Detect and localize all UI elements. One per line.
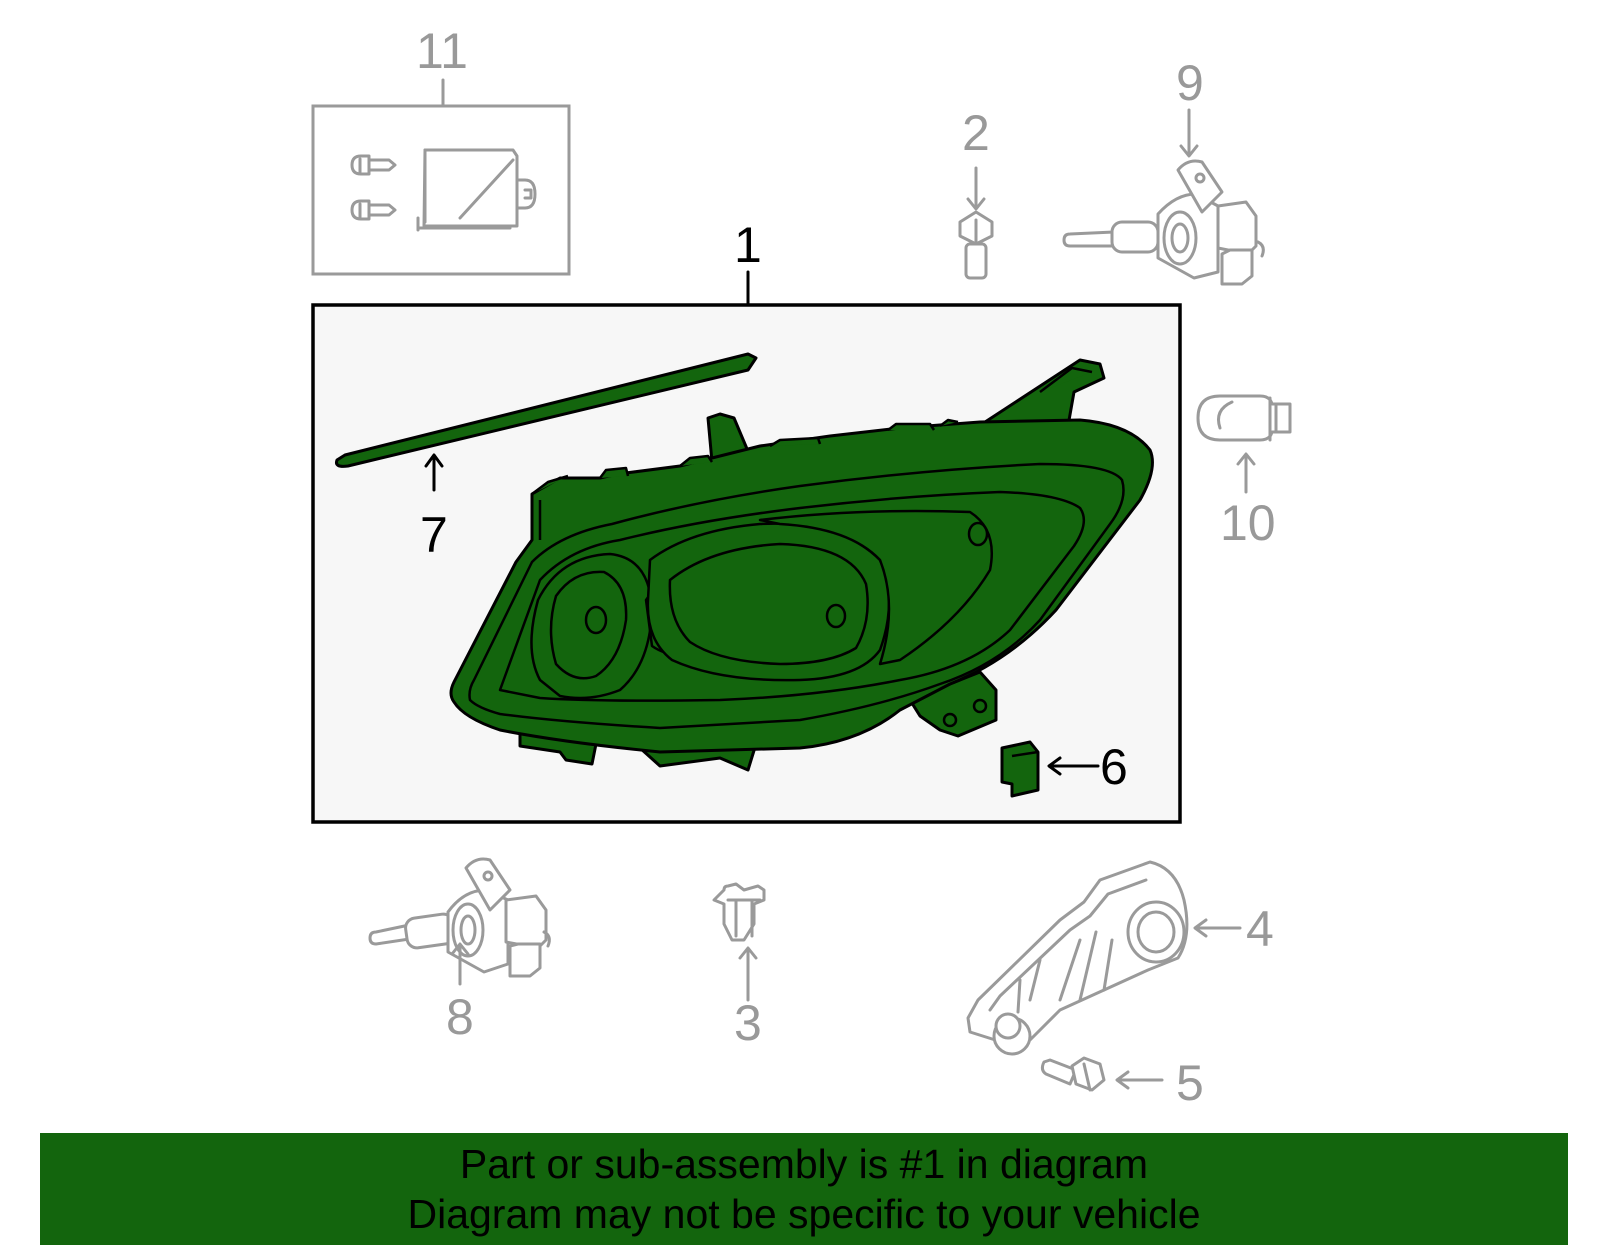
- callout-9: 9: [1176, 55, 1204, 111]
- banner-line-2: Diagram may not be specific to your vehi…: [407, 1191, 1201, 1237]
- part-5-bolt[interactable]: [1040, 1056, 1164, 1092]
- callout-1: 1: [734, 217, 762, 273]
- part-8-bulb[interactable]: [368, 857, 551, 986]
- info-banner: Part or sub-assembly is #1 in diagram Di…: [40, 1133, 1568, 1245]
- part-9-bulb[interactable]: [1062, 108, 1265, 286]
- part-6-connector[interactable]: [1000, 740, 1100, 798]
- callout-3: 3: [734, 995, 762, 1051]
- part-2-bolt[interactable]: [958, 166, 994, 280]
- callout-5: 5: [1176, 1055, 1204, 1111]
- part-11-kit[interactable]: [311, 78, 571, 276]
- part-1-headlamp-assembly[interactable]: [449, 358, 1154, 772]
- callout-4: 4: [1246, 901, 1274, 957]
- part-11-screw-bottom: [350, 199, 397, 221]
- part-11-screw-top: [350, 154, 397, 176]
- callout-11: 11: [416, 23, 468, 79]
- callout-8: 8: [446, 989, 474, 1045]
- part-3-clip[interactable]: [712, 882, 766, 1002]
- callout-7: 7: [420, 507, 448, 563]
- banner-line-1: Part or sub-assembly is #1 in diagram: [459, 1141, 1149, 1187]
- callout-2: 2: [962, 105, 990, 161]
- callout-10: 10: [1220, 495, 1276, 551]
- part-11-module: [416, 148, 537, 232]
- part-10-wedge-bulb[interactable]: [1196, 394, 1292, 494]
- callout-6: 6: [1100, 739, 1128, 795]
- part-7-trim-strip[interactable]: [335, 352, 758, 492]
- part-4-bracket[interactable]: [966, 860, 1242, 1056]
